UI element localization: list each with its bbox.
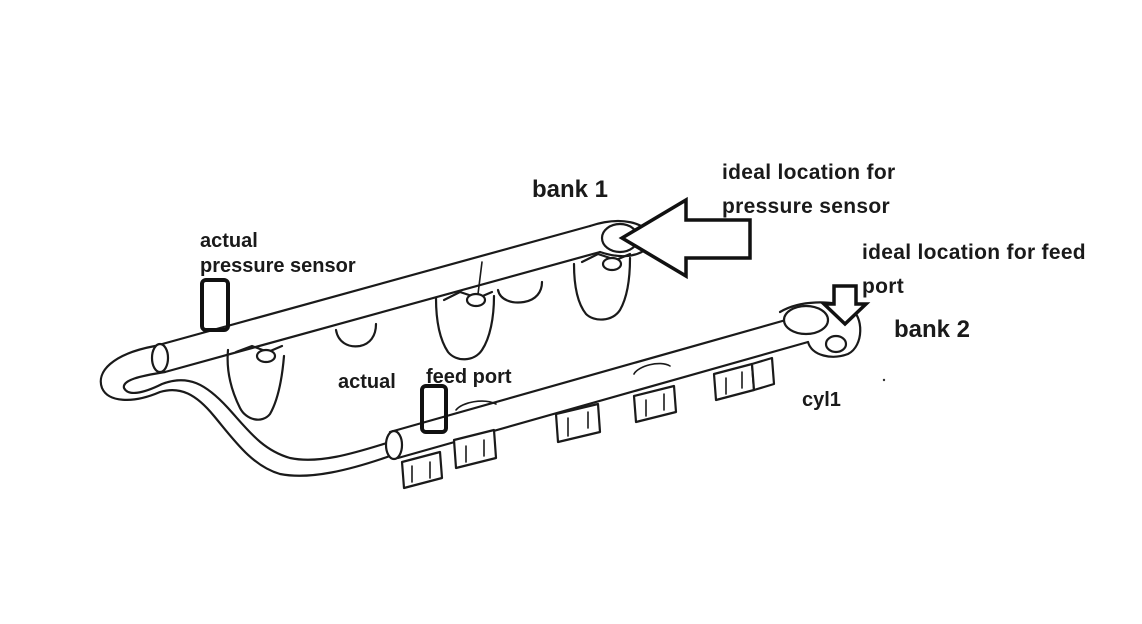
ideal-sensor-label-line1: ideal location for (722, 161, 896, 184)
bank-2-label: bank 2 (894, 316, 971, 343)
actual-feed-port-marker (420, 384, 448, 434)
actual-sensor-label-line2: pressure sensor (200, 255, 356, 277)
ideal-sensor-label-line2: pressure sensor (722, 195, 890, 218)
stray-dot (882, 378, 886, 382)
feed-port-label: feed port (426, 366, 512, 388)
cyl1-label: cyl1 (802, 389, 841, 411)
actual-feed-label: actual (338, 371, 396, 393)
crossover-tube (99, 344, 392, 477)
ideal-feed-label-line1: ideal location for feed (862, 241, 1086, 264)
actual-pressure-sensor-marker (200, 278, 230, 332)
bank-1-injector-mounts (226, 252, 632, 421)
ideal-pressure-sensor-arrow (618, 196, 752, 280)
ideal-feed-port-arrow (819, 284, 871, 327)
bank-2-injector-mounts (400, 356, 776, 490)
bank-1-label: bank 1 (532, 176, 609, 203)
actual-sensor-label-line1: actual (200, 230, 258, 252)
ideal-feed-label-line2: port (862, 275, 905, 298)
